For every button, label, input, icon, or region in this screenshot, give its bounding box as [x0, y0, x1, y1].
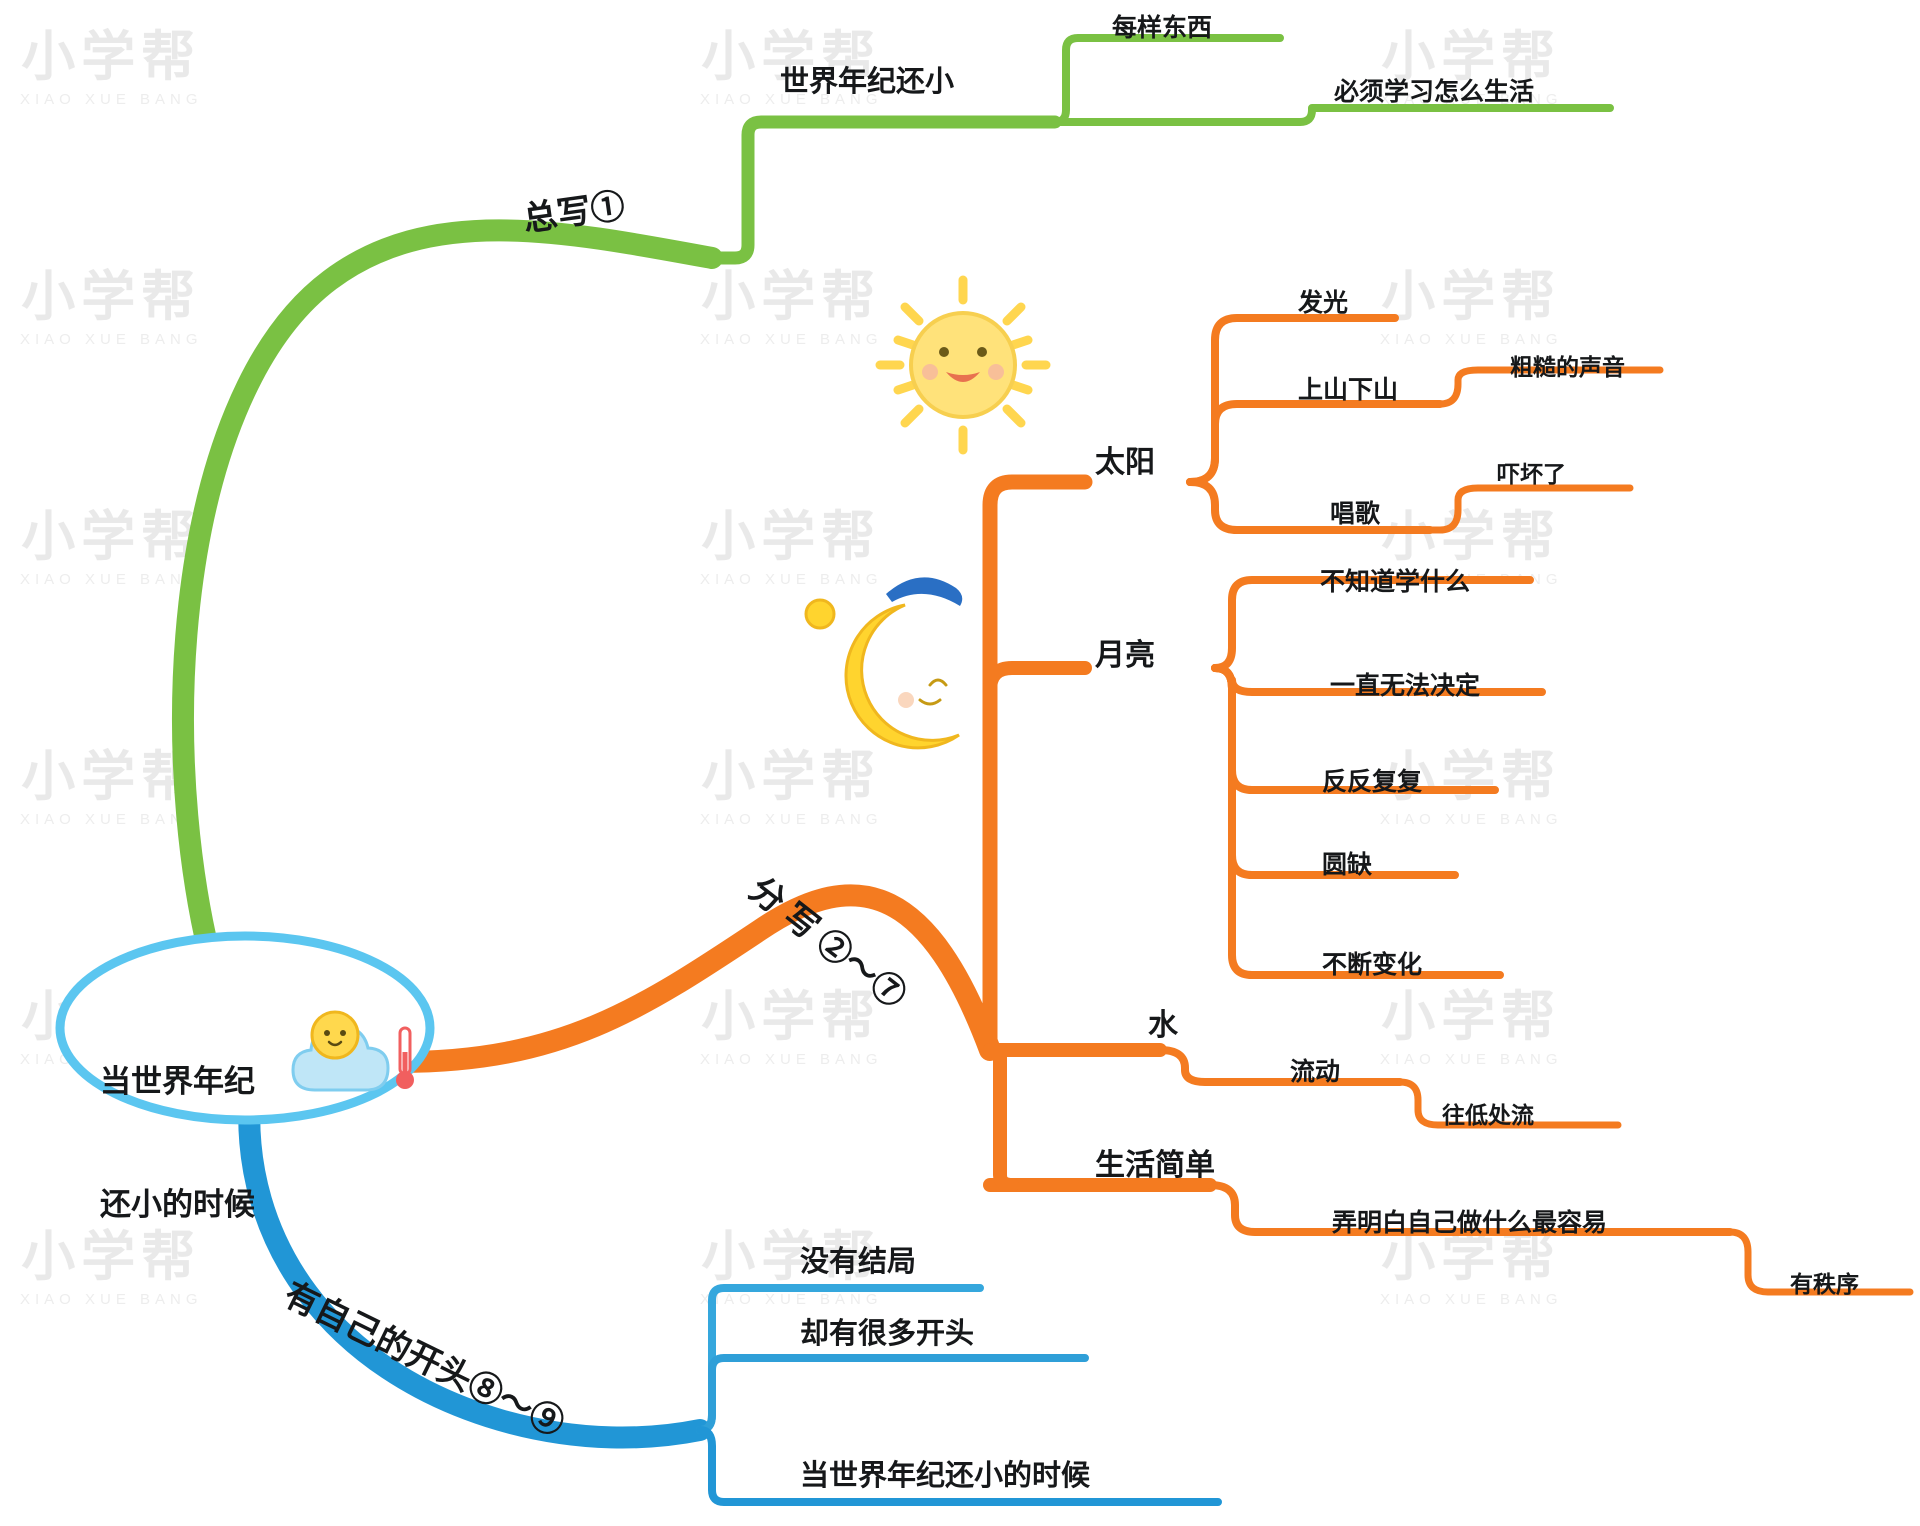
- orange-main-branch: [389, 884, 1001, 1073]
- node-label-cannot-decide: 一直无法决定: [1330, 673, 1481, 700]
- orange-spine: [982, 474, 1093, 1058]
- node-label-simple-life: 生活简单: [1095, 1149, 1215, 1182]
- node-label-many-beginnings: 却有很多开头: [800, 1318, 975, 1350]
- node-label-scared: 吓坏了: [1497, 462, 1566, 487]
- root-node-label: 当世界年纪 还小的时候: [100, 980, 255, 1307]
- blue-main-branch: [238, 1084, 711, 1449]
- node-label-figure-out-easiest: 弄明白自己做什么最容易: [1332, 1210, 1608, 1237]
- node-label-everything: 每样东西: [1112, 15, 1213, 42]
- sun-leaf-sing: [1186, 478, 1434, 534]
- node-label-shine: 发光: [1298, 290, 1349, 317]
- water-leaf-flow: [1156, 1046, 1404, 1086]
- node-label-over-and-over: 反反复复: [1322, 769, 1423, 796]
- green-leaf-everything: [1051, 34, 1284, 126]
- node-label-moon: 月亮: [1095, 639, 1155, 672]
- sun-leaf-rough-voice: [1436, 366, 1664, 408]
- root-line-1: 当世界年纪: [100, 1063, 255, 1099]
- simple-leaf-order: [1726, 1228, 1914, 1296]
- orange-spine-down: [993, 1043, 1019, 1192]
- node-label-flow-downhill: 往低处流: [1442, 1103, 1534, 1128]
- node-label-flow: 流动: [1290, 1059, 1341, 1086]
- node-label-orderly: 有秩序: [1790, 1272, 1859, 1297]
- green-leaf-must-learn: [1051, 103, 1614, 126]
- node-label-sun: 太阳: [1095, 446, 1155, 479]
- node-label-when-world-was-young: 当世界年纪还小的时候: [800, 1460, 1091, 1492]
- cloud-thermometer-icon: [291, 1010, 414, 1092]
- root-line-2: 还小的时候: [100, 1186, 255, 1222]
- green-sub-branch: [705, 115, 1062, 265]
- sun-icon: [875, 275, 1051, 455]
- node-label-must-learn: 必须学习怎么生活: [1334, 79, 1535, 106]
- node-label-wax-and-wane: 圆缺: [1322, 852, 1373, 879]
- blue-leaf-many-beginnings: [696, 1354, 1089, 1434]
- blue-leaf-when-world-young: [696, 1426, 1222, 1506]
- node-label-dont-know-what-to-learn: 不知道学什么: [1320, 569, 1471, 596]
- node-label-sing: 唱歌: [1330, 501, 1381, 528]
- node-label-world-young: 世界年纪还小: [780, 66, 955, 98]
- sun-leaf-updown: [1186, 400, 1444, 486]
- node-label-rough-voice: 粗糙的声音: [1510, 355, 1625, 380]
- green-main-branch: [172, 219, 723, 1021]
- node-label-up-down-mountain: 上山下山: [1298, 377, 1399, 404]
- sun-leaf-scared: [1426, 484, 1634, 534]
- moon-icon: [804, 577, 963, 750]
- node-label-constant-change: 不断变化: [1322, 952, 1423, 979]
- node-label-water: 水: [1148, 1009, 1178, 1042]
- simple-leaf-figureout: [1206, 1181, 1734, 1236]
- moon-leaf-changing: [1211, 664, 1504, 979]
- node-label-no-ending: 没有结局: [800, 1246, 917, 1278]
- water-leaf-downhill: [1396, 1078, 1622, 1129]
- orange-spine-moon: [983, 661, 1092, 697]
